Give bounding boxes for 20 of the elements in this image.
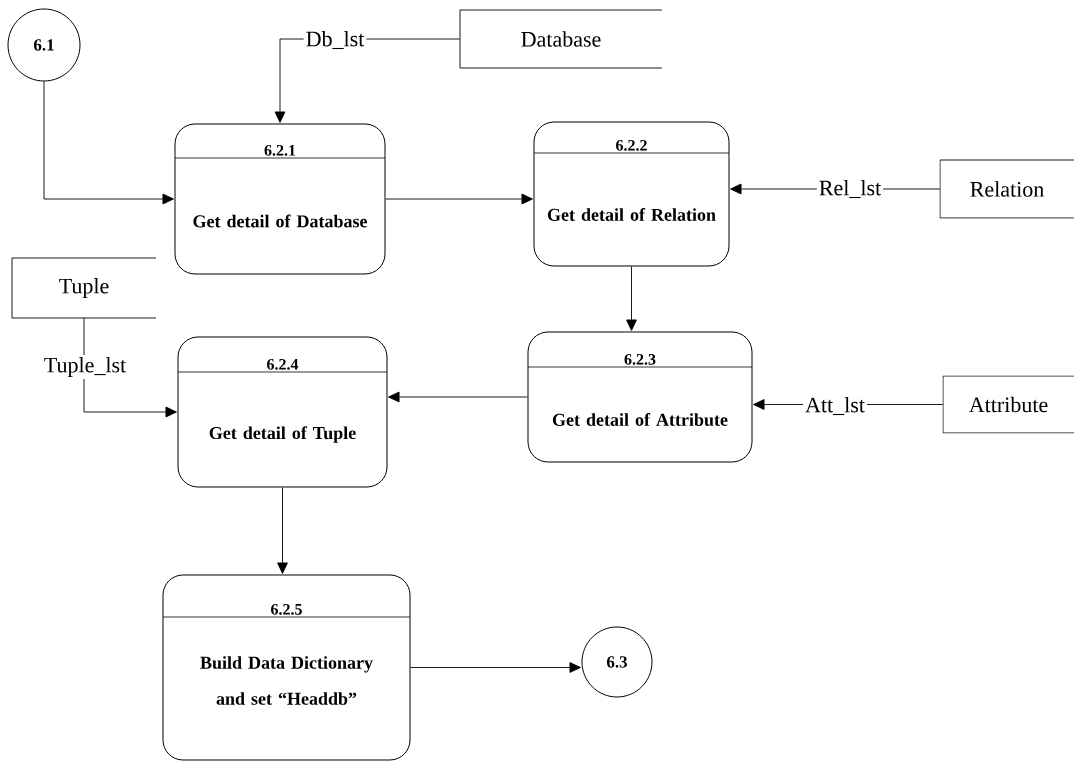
arrow: [410, 662, 581, 673]
process-box: 6.2.5 Build Data Dictionary and set “Headdb”: [162, 574, 411, 761]
data-store: Relation: [939, 159, 1074, 219]
edge-label: Tuple_lst: [41, 355, 129, 379]
data-store: Database: [459, 9, 663, 69]
process-box: 6.2.4 Get detail of Tuple: [177, 336, 388, 488]
process-box: 6.2.3 Get detail of Attribute: [527, 331, 753, 463]
arrow: [626, 266, 637, 331]
arrow: [385, 193, 533, 205]
data-store: Attribute: [942, 375, 1074, 434]
process-box: 6.2.1 Get detail of Database: [174, 123, 386, 275]
arrow: [83, 317, 177, 418]
edge-label: Att_lst: [803, 394, 867, 418]
process-box: 6.2.2 Get detail of Relation: [533, 121, 730, 267]
data-store: Tuple: [11, 257, 157, 319]
arrow: [277, 487, 288, 574]
arrow: [388, 391, 528, 403]
edge-label: Rel_lst: [816, 177, 884, 201]
arrow: [43, 81, 174, 205]
edge-label: Db_lst: [303, 28, 367, 52]
